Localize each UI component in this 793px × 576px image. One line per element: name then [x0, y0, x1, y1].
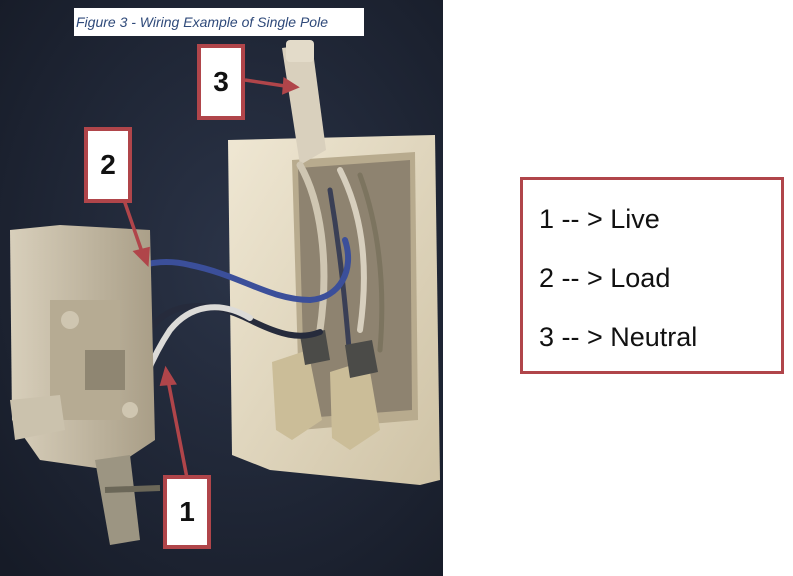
box-wires	[296, 161, 385, 363]
neutral-wire-cap	[282, 40, 326, 165]
callout-neutral-number: 3	[197, 44, 245, 120]
callout-live-number: 1	[163, 475, 211, 549]
wire-legend: 1 -- > Live 2 -- > Load 3 -- > Neutral	[520, 177, 784, 374]
switch-body	[10, 225, 161, 545]
callout-arrows	[122, 76, 300, 479]
callout-load-number: 2	[84, 127, 132, 203]
legend-item-neutral: 3 -- > Neutral	[539, 322, 698, 352]
legend-item-live: 1 -- > Live	[539, 204, 660, 234]
figure-caption: Figure 3 - Wiring Example of Single Pole	[74, 8, 364, 36]
legend-item-load: 2 -- > Load	[539, 263, 671, 293]
wire-nuts	[272, 330, 380, 450]
